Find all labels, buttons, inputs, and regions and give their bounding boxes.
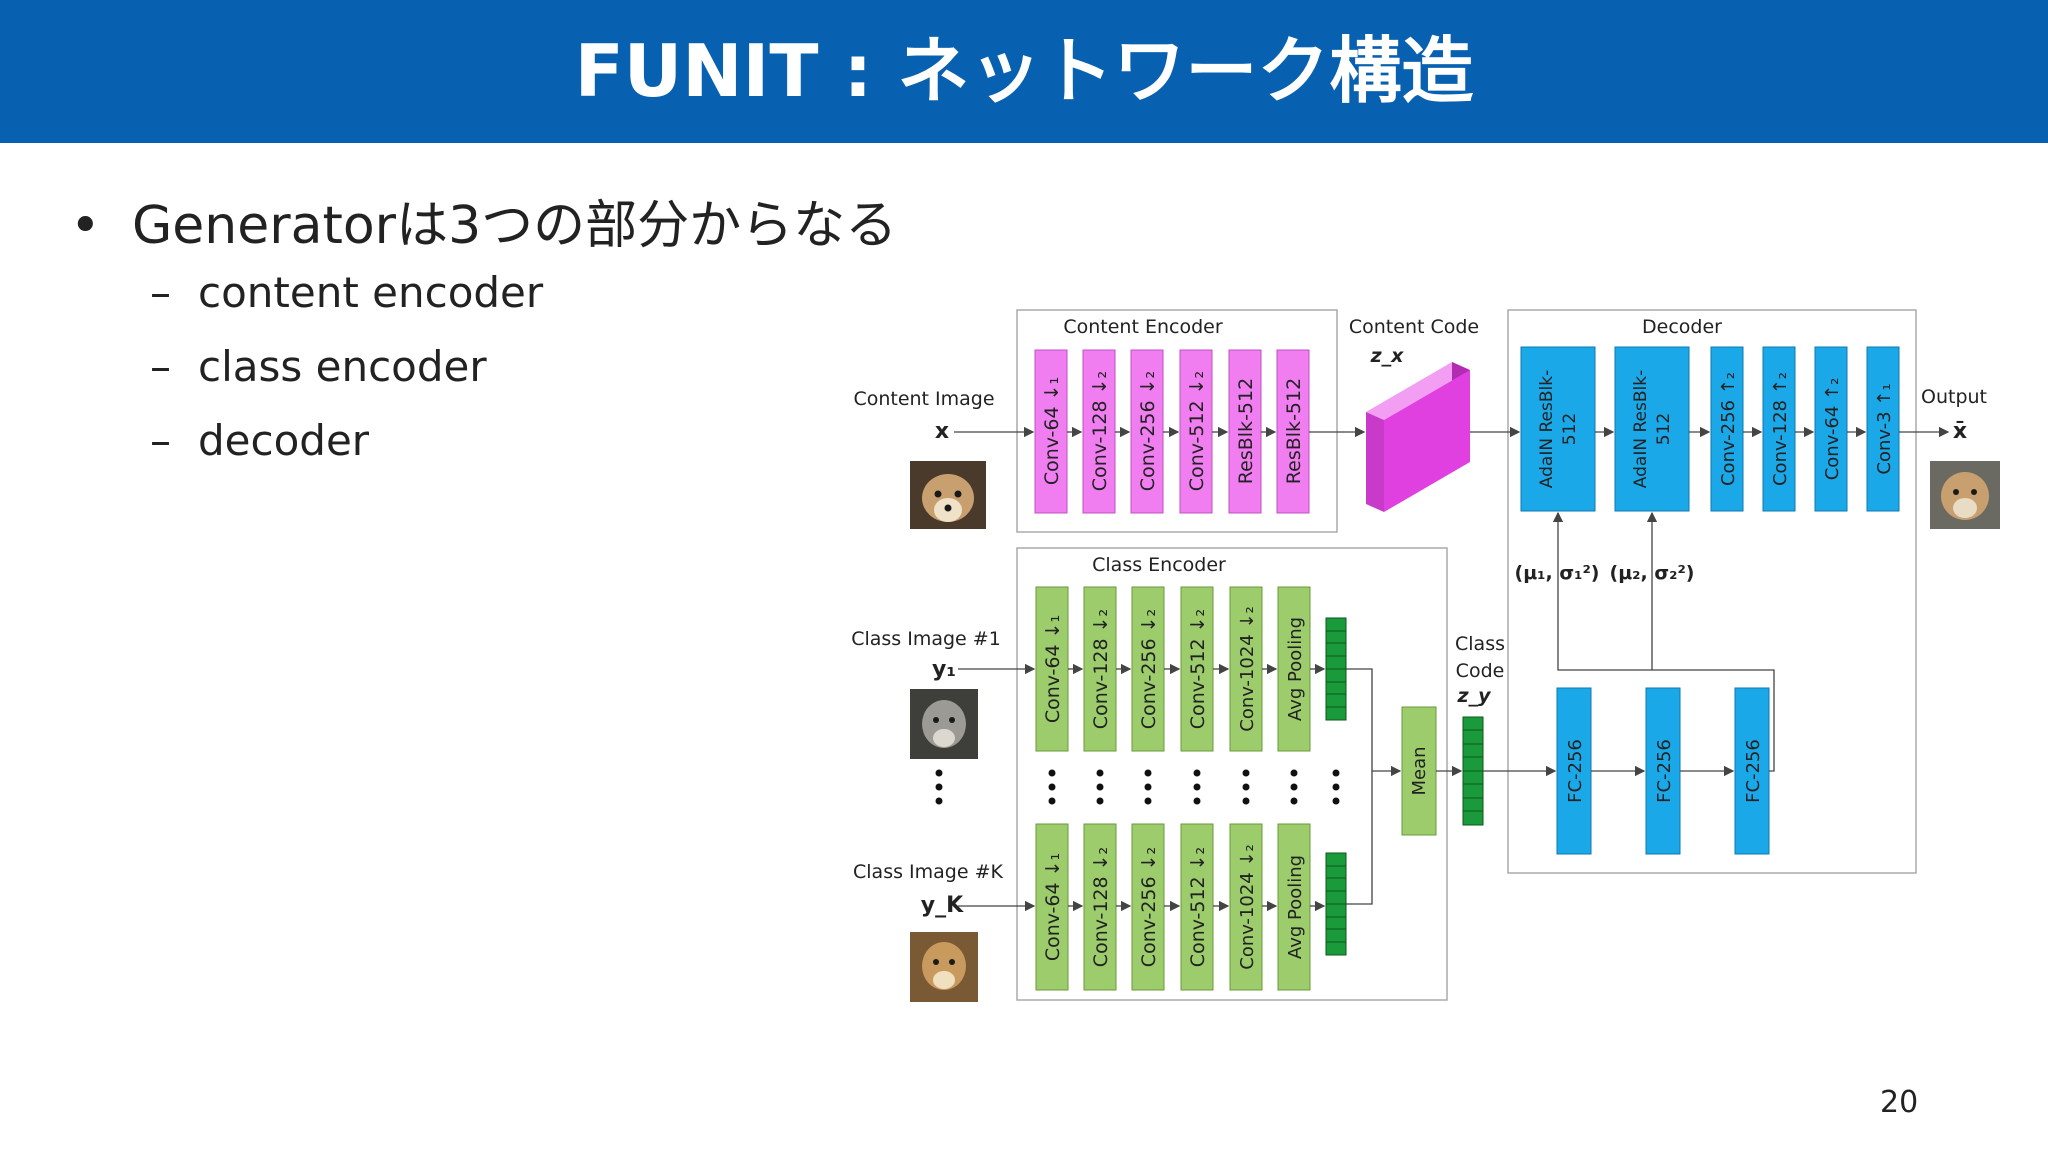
class-encoder-title: Class Encoder xyxy=(1092,554,1226,576)
decoder-upconv-4 xyxy=(1866,346,1900,512)
class-row-1-layer-2-label: Conv-128 ↓₂ xyxy=(1090,609,1112,729)
content-encoder-frame xyxy=(1016,309,1338,533)
content-image-thumbnail xyxy=(910,461,986,529)
sub-item-decoder: –decoder xyxy=(150,416,369,465)
content-encoder-layer-4 xyxy=(1179,349,1213,514)
decoder-upconv-1 xyxy=(1710,346,1744,512)
class-image-k-thumbnail xyxy=(910,932,978,1002)
decoder-fc-2 xyxy=(1645,687,1681,855)
class-image-1-label: Class Image #1 xyxy=(851,628,1001,650)
class-encoder-frame xyxy=(1016,547,1448,1001)
sub-item-text: content encoder xyxy=(198,268,544,317)
sub-item-class-encoder: –class encoder xyxy=(150,342,487,391)
connector-lines xyxy=(954,426,1950,912)
decoder-adain-1-line1: AdaIN ResBlk- xyxy=(1537,370,1557,488)
content-image-symbol: x xyxy=(935,419,949,444)
class-row-k-layer-2-label: Conv-128 ↓₂ xyxy=(1090,847,1112,967)
content-encoder-title: Content Encoder xyxy=(1063,316,1222,338)
content-encoder-layer-3-label: Conv-256 ↓₂ xyxy=(1137,371,1159,491)
class-image-1-thumbnail xyxy=(910,689,978,759)
content-encoder-layer-1 xyxy=(1034,349,1068,514)
content-encoder-layer-2 xyxy=(1082,349,1116,514)
content-encoder-layer-5 xyxy=(1228,349,1262,514)
class-code-symbol: z_y xyxy=(1457,685,1493,707)
mean-label: Mean xyxy=(1409,746,1430,795)
class-code-line2: Code xyxy=(1456,660,1505,682)
bullet-generator: • Generatorは3つの部分からなる xyxy=(70,183,897,258)
decoder-fc-1-label: FC-256 xyxy=(1565,739,1586,803)
content-encoder-layer-2-label: Conv-128 ↓₂ xyxy=(1089,371,1111,491)
mean-block xyxy=(1401,706,1437,836)
class-row-k-layer-4-label: Conv-512 ↓₂ xyxy=(1187,847,1209,967)
dash-icon: – xyxy=(150,416,171,465)
content-encoder-layer-6-label: ResBlk-512 xyxy=(1283,378,1305,484)
content-encoder-layer-4-label: Conv-512 ↓₂ xyxy=(1186,371,1208,491)
adain-param-1: (μ₁, σ₁²) xyxy=(1515,562,1600,584)
decoder-fc-3-label: FC-256 xyxy=(1743,739,1764,803)
title-bar xyxy=(0,0,2048,143)
slide-title: FUNIT : ネットワーク構造 xyxy=(574,29,1474,113)
dash-icon: – xyxy=(150,268,171,317)
decoder-upconv-3 xyxy=(1814,346,1848,512)
sub-item-text: class encoder xyxy=(198,342,487,391)
class-code-vector xyxy=(1462,716,1484,826)
content-encoder-layer-5-label: ResBlk-512 xyxy=(1235,378,1257,484)
decoder-upconv-2-label: Conv-128 ↑₂ xyxy=(1770,372,1791,486)
class-row-k-layer-1-label: Conv-64 ↓₁ xyxy=(1042,853,1064,961)
bullet-dot: • xyxy=(70,196,101,256)
sub-item-text: decoder xyxy=(198,416,370,465)
dash-icon: – xyxy=(150,342,171,391)
class-vector-k xyxy=(1325,852,1347,956)
class-row-k-layer-3-label: Conv-256 ↓₂ xyxy=(1138,847,1160,967)
ellipsis-dots xyxy=(935,769,1340,805)
content-encoder-layer-6 xyxy=(1276,349,1310,514)
decoder-adain-block-2 xyxy=(1614,346,1690,512)
class-code-line1: Class xyxy=(1455,633,1505,655)
class-row-1-layer-3-label: Conv-256 ↓₂ xyxy=(1138,609,1160,729)
content-code-cube xyxy=(1366,362,1470,512)
decoder-fc-2-label: FC-256 xyxy=(1654,739,1675,803)
content-encoder-layer-3 xyxy=(1130,349,1164,514)
output-label: Output xyxy=(1921,386,1987,408)
class-row-1-layer-6-label: Avg Pooling xyxy=(1285,617,1306,721)
class-row-k-layer-5-label: Conv-1024 ↓₂ xyxy=(1237,844,1258,969)
class-row-1-layer-4-label: Conv-512 ↓₂ xyxy=(1187,609,1209,729)
output-symbol: x̄ xyxy=(1953,419,1967,444)
decoder-adain-2-line2: 512 xyxy=(1654,413,1674,445)
output-image-thumbnail xyxy=(1930,461,2000,529)
class-row-1-layer-1-label: Conv-64 ↓₁ xyxy=(1042,615,1064,723)
content-code-title: Content Code xyxy=(1349,316,1479,338)
decoder-adain-block-1 xyxy=(1520,346,1596,512)
decoder-title: Decoder xyxy=(1642,316,1722,338)
class-row-1-layer-5-label: Conv-1024 ↓₂ xyxy=(1237,606,1258,731)
class-encoder-row-k xyxy=(1035,823,1311,991)
decoder-upconv-3-label: Conv-64 ↑₂ xyxy=(1822,378,1843,481)
page-number: 20 xyxy=(1880,1085,1919,1120)
decoder-fc-3 xyxy=(1734,687,1770,855)
content-code-symbol: z_x xyxy=(1370,345,1405,367)
class-vector-1 xyxy=(1325,617,1347,721)
bullet-text: Generatorは3つの部分からなる xyxy=(132,196,898,256)
class-row-k-layer-6-label: Avg Pooling xyxy=(1285,855,1306,959)
class-image-k-symbol: y_K xyxy=(921,893,964,918)
sub-item-content-encoder: –content encoder xyxy=(150,268,543,317)
decoder-upconv-1-label: Conv-256 ↑₂ xyxy=(1718,372,1739,486)
decoder-frame xyxy=(1507,309,1917,874)
decoder-adain-1-line2: 512 xyxy=(1560,413,1580,445)
decoder-fc-1 xyxy=(1556,687,1592,855)
decoder-upconv-4-label: Conv-3 ↑₁ xyxy=(1874,383,1895,474)
content-image-label: Content Image xyxy=(853,388,994,410)
decoder-adain-2-line1: AdaIN ResBlk- xyxy=(1631,370,1651,488)
class-image-1-symbol: y₁ xyxy=(932,657,956,682)
decoder-upconv-2 xyxy=(1762,346,1796,512)
class-encoder-row-1 xyxy=(1035,586,1311,752)
class-image-k-label: Class Image #K xyxy=(853,861,1003,883)
content-encoder-layer-1-label: Conv-64 ↓₁ xyxy=(1041,377,1063,485)
